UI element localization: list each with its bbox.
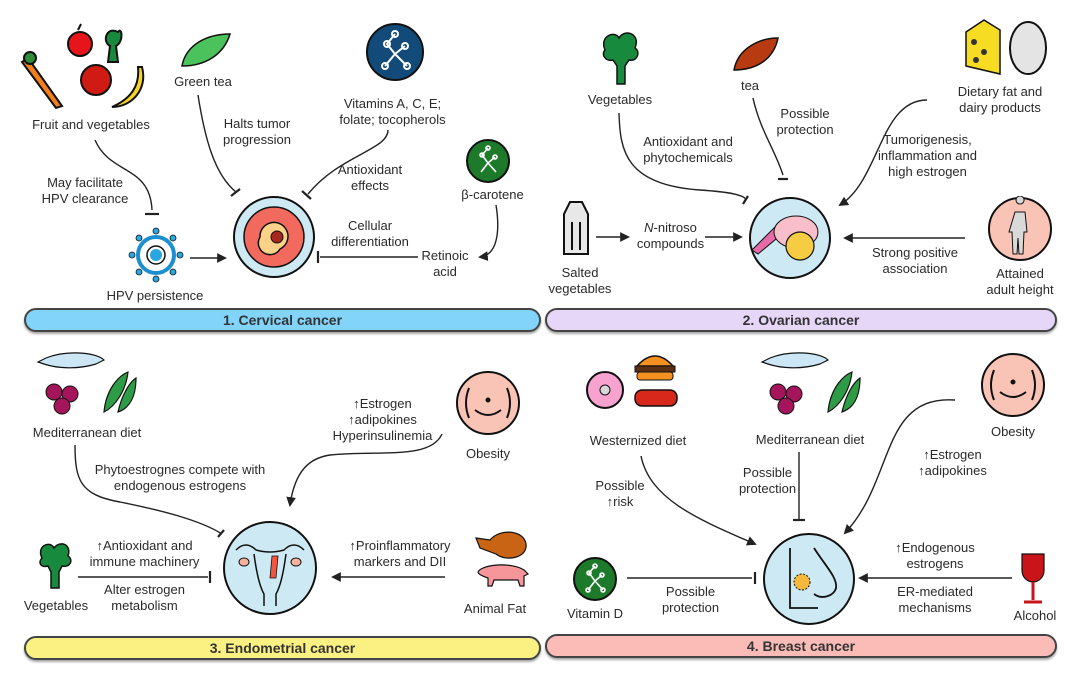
edge-label-nitroso: N-nitroso compounds [636, 220, 705, 251]
node-br-obesity: Obesity [990, 424, 1036, 439]
panel-banner-cervical: 1. Cervical cancer [24, 308, 541, 332]
panel-banner-endometrial: 3. Endometrial cancer [24, 636, 541, 660]
westernized-diet-icon [586, 355, 678, 409]
mediterranean-diet-icon [36, 352, 137, 415]
edge-ov-veg [618, 112, 747, 201]
edge-en-obesity [286, 433, 443, 507]
node-animal-fat: Animal Fat [463, 601, 527, 616]
node-ov-vegetables: Vegetables [587, 92, 653, 107]
panel-banner-breast: 4. Breast cancer [545, 634, 1057, 658]
obesity-icon [981, 353, 1045, 417]
edge-ov-dairy [838, 99, 928, 207]
node-vitamin-d: Vitamin D [566, 606, 624, 621]
vitamins-molecule-icon [366, 23, 424, 81]
salt-shaker-icon [563, 201, 589, 255]
edge-label-possible-risk: Possible↑risk [595, 478, 645, 509]
edge-betacarotene [478, 204, 499, 261]
beta-carotene-molecule-icon [466, 139, 510, 183]
fruit-vegetables-icon [20, 23, 145, 110]
cervical-cell-icon[interactable] [232, 195, 316, 279]
node-fruit-vegetables: Fruit and vegetables [32, 117, 150, 132]
adult-height-icon [988, 196, 1052, 261]
node-br-mediterranean: Mediterranean diet [755, 432, 865, 447]
edge-fruit-hpv [94, 139, 153, 211]
edge-greentea [197, 94, 237, 193]
node-en-mediterranean: Mediterranean diet [32, 425, 142, 440]
mediterranean-diet-icon [760, 352, 861, 415]
node-beta-carotene: β-carotene [461, 187, 524, 202]
cheese-egg-icon [965, 19, 1047, 75]
obesity-icon [456, 371, 520, 435]
broccoli-icon [602, 32, 639, 85]
green-tea-leaf-icon [181, 33, 232, 67]
node-en-obesity: Obesity [465, 446, 511, 461]
hpv-virus-icon [128, 227, 184, 283]
panel-banner-ovarian: 2. Ovarian cancer [545, 308, 1057, 332]
breast-icon[interactable] [762, 532, 856, 626]
node-green-tea: Green tea [174, 74, 232, 89]
node-alcohol: Alcohol [1013, 608, 1057, 623]
edge-br-western [640, 455, 757, 546]
tea-leaf-icon [733, 37, 779, 71]
vitamin-d-molecule-icon [573, 557, 617, 601]
animal-fat-icon [475, 531, 530, 587]
wine-glass-icon [1021, 553, 1045, 604]
node-westernized-diet: Westernized diet [589, 433, 687, 448]
node-hpv-persistence: HPV persistence [106, 288, 204, 303]
edge-br-obesity [843, 399, 956, 535]
broccoli-icon [39, 543, 72, 589]
edge-vitamins [307, 129, 389, 195]
node-en-vegetables: Vegetables [23, 598, 89, 613]
node-ov-tea: tea [740, 78, 760, 93]
uterus-icon[interactable] [222, 520, 318, 616]
edge-label-br-estrogen: ↑Estrogen↑adipokines [918, 447, 987, 478]
node-vitamins: Vitamins A, C, E;folate; tocopherols [339, 96, 446, 127]
edge-ov-tea [752, 97, 784, 176]
ovary-icon[interactable] [748, 196, 832, 280]
edge-en-med [74, 444, 223, 535]
